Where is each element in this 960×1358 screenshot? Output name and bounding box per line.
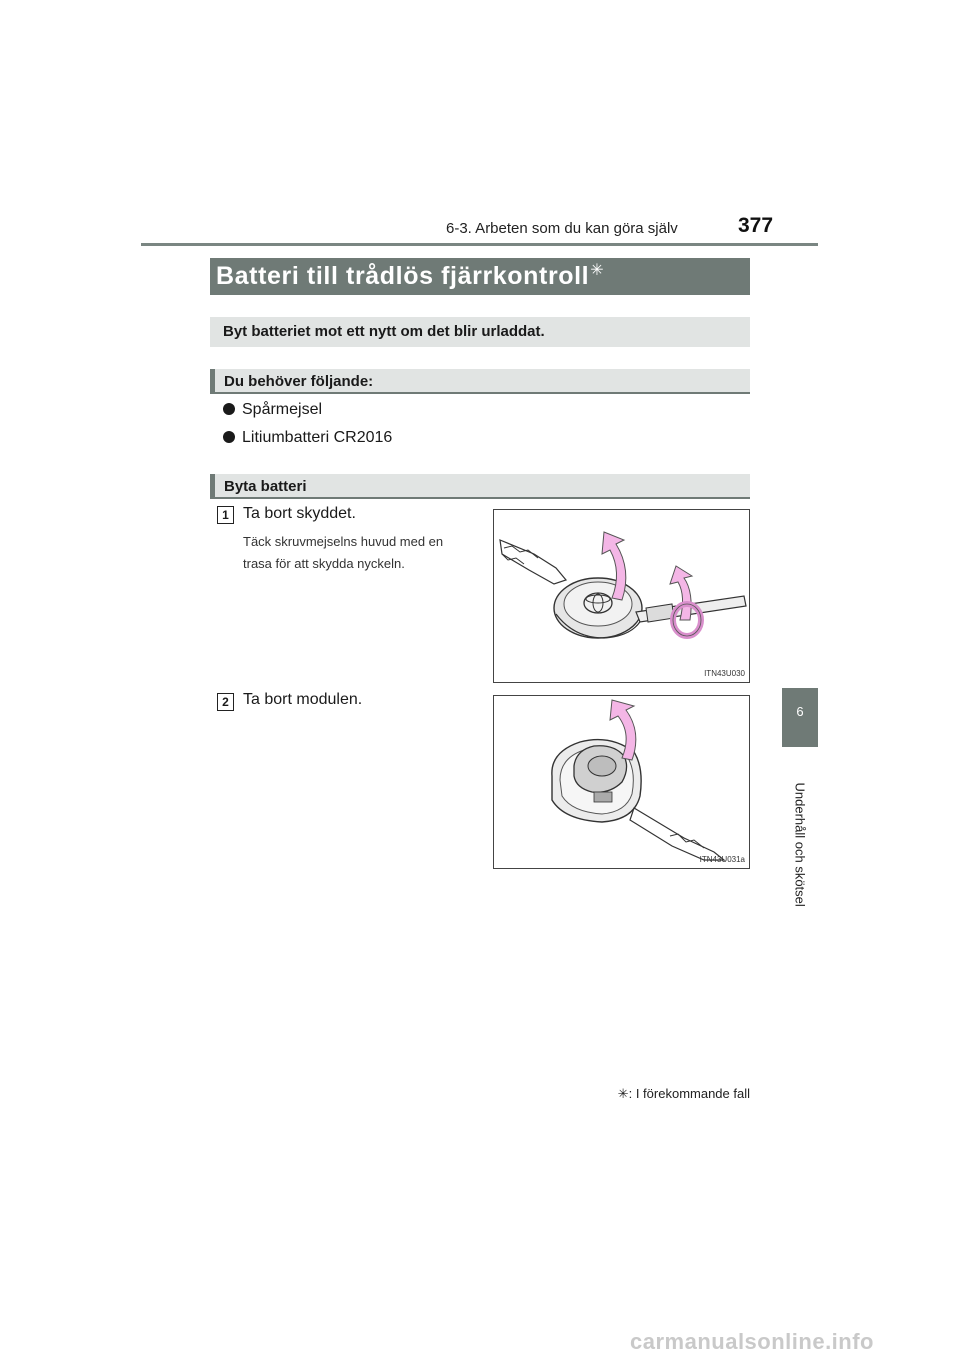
key-module-illustration	[551, 699, 726, 861]
step-instruction: Ta bort modulen.	[243, 691, 363, 708]
asterisk-icon: ✳	[590, 262, 605, 279]
intro-heading: Byt batteriet mot ett nytt om det blir u…	[210, 317, 750, 347]
figure-code: ITN43U031a	[699, 855, 745, 864]
step-note-line: Täck skruvmejselns huvud med en	[243, 534, 444, 549]
figure-code: ITN43U030	[704, 669, 745, 678]
bullet-icon	[223, 431, 235, 443]
page-title-text: Batteri till trådlös fjärrkontroll	[216, 262, 590, 290]
list-item-text: Spårmejsel	[242, 401, 323, 418]
step-note: Täck skruvmejselns huvud med en trasa fö…	[243, 531, 443, 575]
title-banner	[210, 258, 750, 295]
header-divider	[141, 243, 818, 246]
asterisk-icon: ✳	[617, 1086, 629, 1101]
requirements-heading: Du behöver följande:	[210, 369, 750, 394]
section-title: 6-3. Arbeten som du kan göra själv	[446, 220, 678, 237]
footnote: ✳: I förekommande fall	[618, 1086, 750, 1102]
list-item: Litiumbatteri CR2016	[223, 429, 392, 447]
list-item-text: Litiumbatteri CR2016	[242, 429, 393, 446]
chapter-label: Underhåll och skötsel	[792, 782, 808, 907]
page-title: Batteri till trådlös fjärrkontroll✳	[216, 262, 604, 291]
watermark: carmanualsonline.info	[630, 1329, 874, 1354]
figure-remove-cover: ITN43U030	[493, 509, 750, 683]
footnote-text: : I förekommande fall	[628, 1086, 750, 1101]
bullet-icon	[223, 403, 235, 415]
step-number-badge: 1	[217, 506, 234, 524]
page-number: 377	[738, 214, 774, 237]
chapter-tab	[782, 688, 818, 747]
step-instruction: Ta bort skyddet.	[243, 505, 356, 522]
chapter-number: 6	[796, 704, 804, 719]
list-item: Spårmejsel	[223, 401, 322, 419]
figure-remove-module: ITN43U031a	[493, 695, 750, 869]
step-number-badge: 2	[217, 693, 234, 711]
key-screwdriver-illustration	[499, 531, 747, 639]
procedure-heading: Byta batteri	[210, 474, 750, 499]
step-note-line: trasa för att skydda nyckeln.	[243, 556, 405, 571]
